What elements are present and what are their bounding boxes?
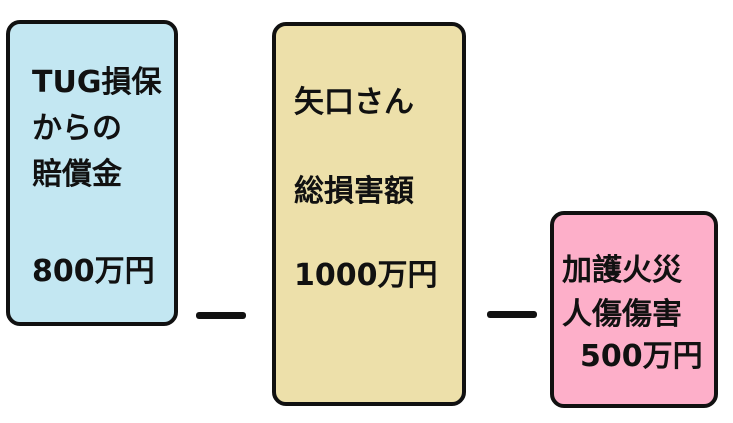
tug-compensation-box: TUG損保 からの 賠償金 800万円 (6, 20, 178, 326)
minus-sign-2 (487, 311, 537, 318)
yaguchi-line-1: 矢口さん (294, 85, 414, 120)
tug-line-1: TUG損保 (32, 65, 162, 100)
minus-sign-1 (196, 312, 246, 319)
tug-amount: 800万円 (32, 254, 155, 289)
yaguchi-line-2: 総損害額 (294, 174, 414, 209)
yaguchi-amount: 1000万円 (294, 258, 438, 293)
kago-line-2: 人傷傷害 (562, 297, 682, 332)
kago-injury-box: 加護火災 人傷傷害 500万円 (550, 211, 718, 408)
tug-line-2: からの (32, 111, 122, 146)
tug-line-3: 賠償金 (32, 157, 122, 192)
yaguchi-total-damage-box: 矢口さん 総損害額 1000万円 (272, 22, 466, 406)
kago-line-1: 加護火災 (562, 253, 682, 288)
kago-amount: 500万円 (580, 339, 703, 374)
